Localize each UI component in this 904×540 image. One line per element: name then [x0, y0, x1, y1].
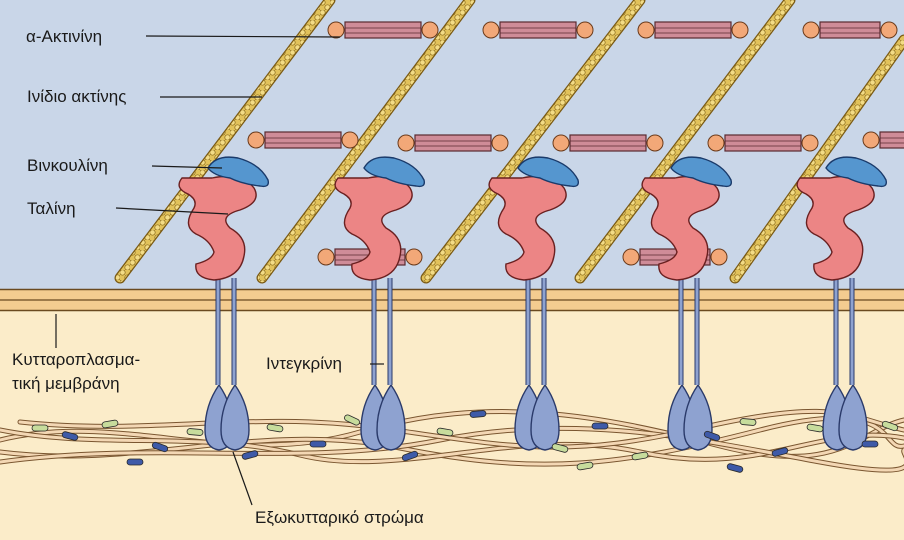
alpha-actinin-head [638, 22, 654, 38]
alpha-actinin-head [802, 135, 818, 151]
alpha-actinin-rod [265, 132, 341, 148]
alpha-actinin [863, 132, 904, 148]
label-membrane-line2: τική μεμβράνη [12, 374, 120, 394]
alpha-actinin-rod [345, 22, 421, 38]
alpha-actinin [553, 135, 663, 151]
alpha-actinin-head [863, 132, 879, 148]
alpha-actinin [328, 22, 438, 38]
label-vinculin: Βινκουλίνη [27, 156, 108, 176]
alpha-actinin-head [406, 249, 422, 265]
alpha-actinin-rod [500, 22, 576, 38]
alpha-actinin [248, 132, 358, 148]
alpha-actinin-head [732, 22, 748, 38]
alpha-actinin [398, 135, 508, 151]
alpha-actinin-rod [415, 135, 491, 151]
alpha-actinin-head [647, 135, 663, 151]
alpha-actinin-head [398, 135, 414, 151]
alpha-actinin [483, 22, 593, 38]
plasma-membrane [0, 289, 904, 311]
alpha-actinin-rod [820, 22, 880, 38]
ecm-fragment [740, 418, 756, 425]
alpha-actinin-head [881, 22, 897, 38]
alpha-actinin-head [483, 22, 499, 38]
ecm-fragment [127, 459, 143, 465]
ecm-fragment [592, 423, 608, 429]
alpha-actinin-head [342, 132, 358, 148]
alpha-actinin-rod [655, 22, 731, 38]
alpha-actinin-rod [880, 132, 904, 148]
alpha-actinin [638, 22, 748, 38]
alpha-actinin [803, 22, 897, 38]
label-actin-filament: Ινίδιο ακτίνης [27, 87, 126, 107]
alpha-actinin-head [711, 249, 727, 265]
ecm-fragment [862, 441, 878, 447]
alpha-actinin-head [328, 22, 344, 38]
ecm-fragment [470, 410, 486, 417]
alpha-actinin-head [708, 135, 724, 151]
alpha-actinin-head [553, 135, 569, 151]
label-integrin: Ιντεγκρίνη [266, 354, 342, 374]
alpha-actinin-head [803, 22, 819, 38]
label-extracellular-matrix: Εξωκυτταρικό στρώμα [255, 508, 424, 528]
alpha-actinin-rod [570, 135, 646, 151]
alpha-actinin-head [492, 135, 508, 151]
alpha-actinin-head [318, 249, 334, 265]
ecm-fragment [310, 441, 326, 447]
alpha-actinin-head [248, 132, 264, 148]
ecm-fragment [187, 428, 203, 435]
alpha-actinin-rod [725, 135, 801, 151]
label-talin: Ταλίνη [27, 199, 76, 219]
alpha-actinin-head [422, 22, 438, 38]
alpha-actinin [708, 135, 818, 151]
alpha-actinin-head [577, 22, 593, 38]
ecm-fragment [32, 425, 48, 431]
label-alpha-actinin: α-Ακτινίνη [26, 27, 102, 47]
alpha-actinin-head [623, 249, 639, 265]
label-membrane-line1: Κυτταροπλασμα- [12, 350, 140, 370]
